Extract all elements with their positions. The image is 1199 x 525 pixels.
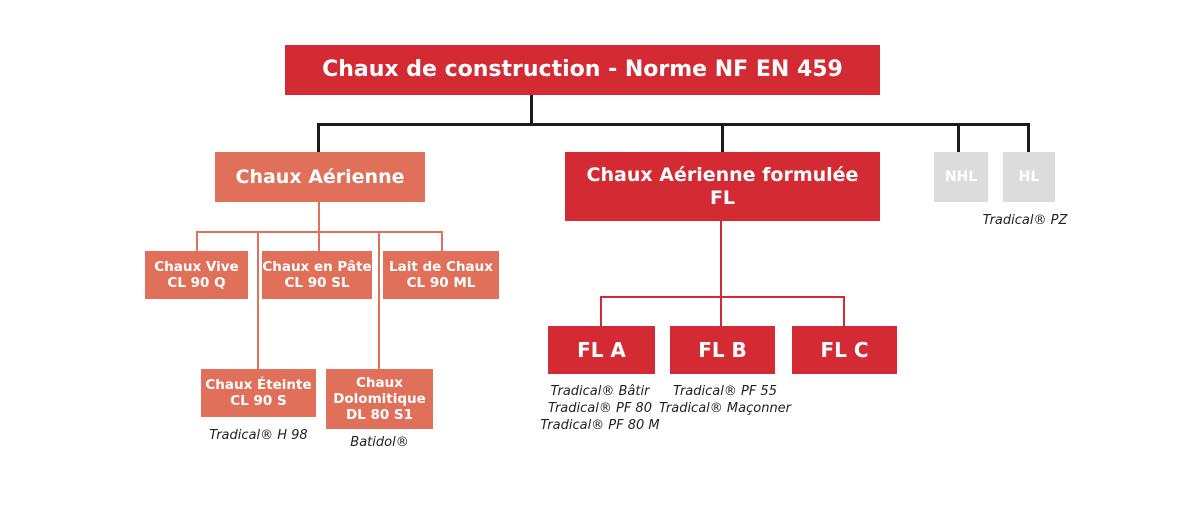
hl-products: Tradical® PZ	[970, 212, 1080, 229]
aerienne-box: Chaux Aérienne	[215, 152, 425, 202]
formulee-branch-line	[600, 296, 845, 298]
fla-product-1: Tradical® Bâtir	[550, 384, 650, 399]
dolomitique-line3: DL 80 S1	[345, 407, 414, 424]
dolomitique-product: Batidol®	[350, 435, 409, 450]
lait-line2: CL 90 ML	[406, 275, 476, 291]
dolomitique-line1: Chaux	[356, 374, 403, 391]
vive-drop	[196, 231, 198, 251]
hl-label: HL	[1018, 168, 1040, 185]
dolomitique-drop	[378, 231, 380, 369]
flb-product-2: Tradical® Maçonner	[658, 401, 792, 416]
root-stem	[530, 95, 533, 125]
flb-product-1: Tradical® PF 55	[673, 384, 777, 399]
dolomitique-box: Chaux Dolomitique DL 80 S1	[326, 369, 433, 429]
lait-drop	[441, 231, 443, 251]
nhl-drop	[957, 123, 960, 152]
flb-drop	[720, 296, 722, 326]
formulee-line2: FL	[709, 186, 736, 209]
pate-box: Chaux en Pâte CL 90 SL	[262, 251, 372, 299]
lait-line1: Lait de Chaux	[389, 258, 493, 275]
fla-label: FL A	[577, 338, 626, 362]
hl-drop	[1027, 123, 1030, 152]
eteinte-product: Tradical® H 98	[209, 428, 308, 443]
fla-products: Tradical® Bâtir Tradical® PF 80 Tradical…	[525, 383, 675, 434]
flc-drop	[843, 296, 845, 326]
aerienne-stem	[318, 202, 320, 232]
formulee-stem	[720, 221, 722, 297]
eteinte-products: Tradical® H 98	[201, 427, 316, 444]
flc-label: FL C	[820, 338, 869, 362]
eteinte-line1: Chaux Éteinte	[205, 376, 312, 393]
formulee-line1: Chaux Aérienne formulée	[586, 163, 859, 186]
eteinte-drop	[257, 231, 259, 369]
fla-product-3: Tradical® PF 80 M	[540, 418, 660, 433]
root-label: Chaux de construction - Norme NF EN 459	[322, 56, 843, 82]
aerienne-label: Chaux Aérienne	[235, 165, 405, 188]
pate-drop	[318, 231, 320, 251]
vive-line1: Chaux Vive	[154, 258, 239, 275]
pate-line1: Chaux en Pâte	[262, 258, 372, 275]
hl-box: HL	[1003, 152, 1055, 202]
hl-product: Tradical® PZ	[982, 213, 1068, 228]
eteinte-line2: CL 90 S	[230, 393, 287, 409]
dolomitique-products: Batidol®	[326, 434, 433, 451]
flb-products: Tradical® PF 55 Tradical® Maçonner	[650, 383, 800, 417]
fla-box: FL A	[548, 326, 655, 374]
pate-line2: CL 90 SL	[284, 275, 350, 291]
fla-product-2: Tradical® PF 80	[548, 401, 652, 416]
flb-box: FL B	[670, 326, 775, 374]
vive-line2: CL 90 Q	[167, 275, 226, 291]
dolomitique-line2: Dolomitique	[333, 390, 426, 407]
fla-drop	[600, 296, 602, 326]
formulee-box: Chaux Aérienne formulée FL	[565, 152, 880, 221]
root-box: Chaux de construction - Norme NF EN 459	[285, 45, 880, 95]
aerienne-drop	[317, 123, 320, 152]
eteinte-box: Chaux Éteinte CL 90 S	[201, 369, 316, 417]
lait-box: Lait de Chaux CL 90 ML	[383, 251, 499, 299]
vive-box: Chaux Vive CL 90 Q	[145, 251, 248, 299]
nhl-label: NHL	[944, 168, 978, 185]
nhl-box: NHL	[934, 152, 988, 202]
flc-box: FL C	[792, 326, 897, 374]
flb-label: FL B	[698, 338, 747, 362]
top-branch-line	[317, 123, 1030, 126]
formulee-drop	[721, 123, 724, 152]
